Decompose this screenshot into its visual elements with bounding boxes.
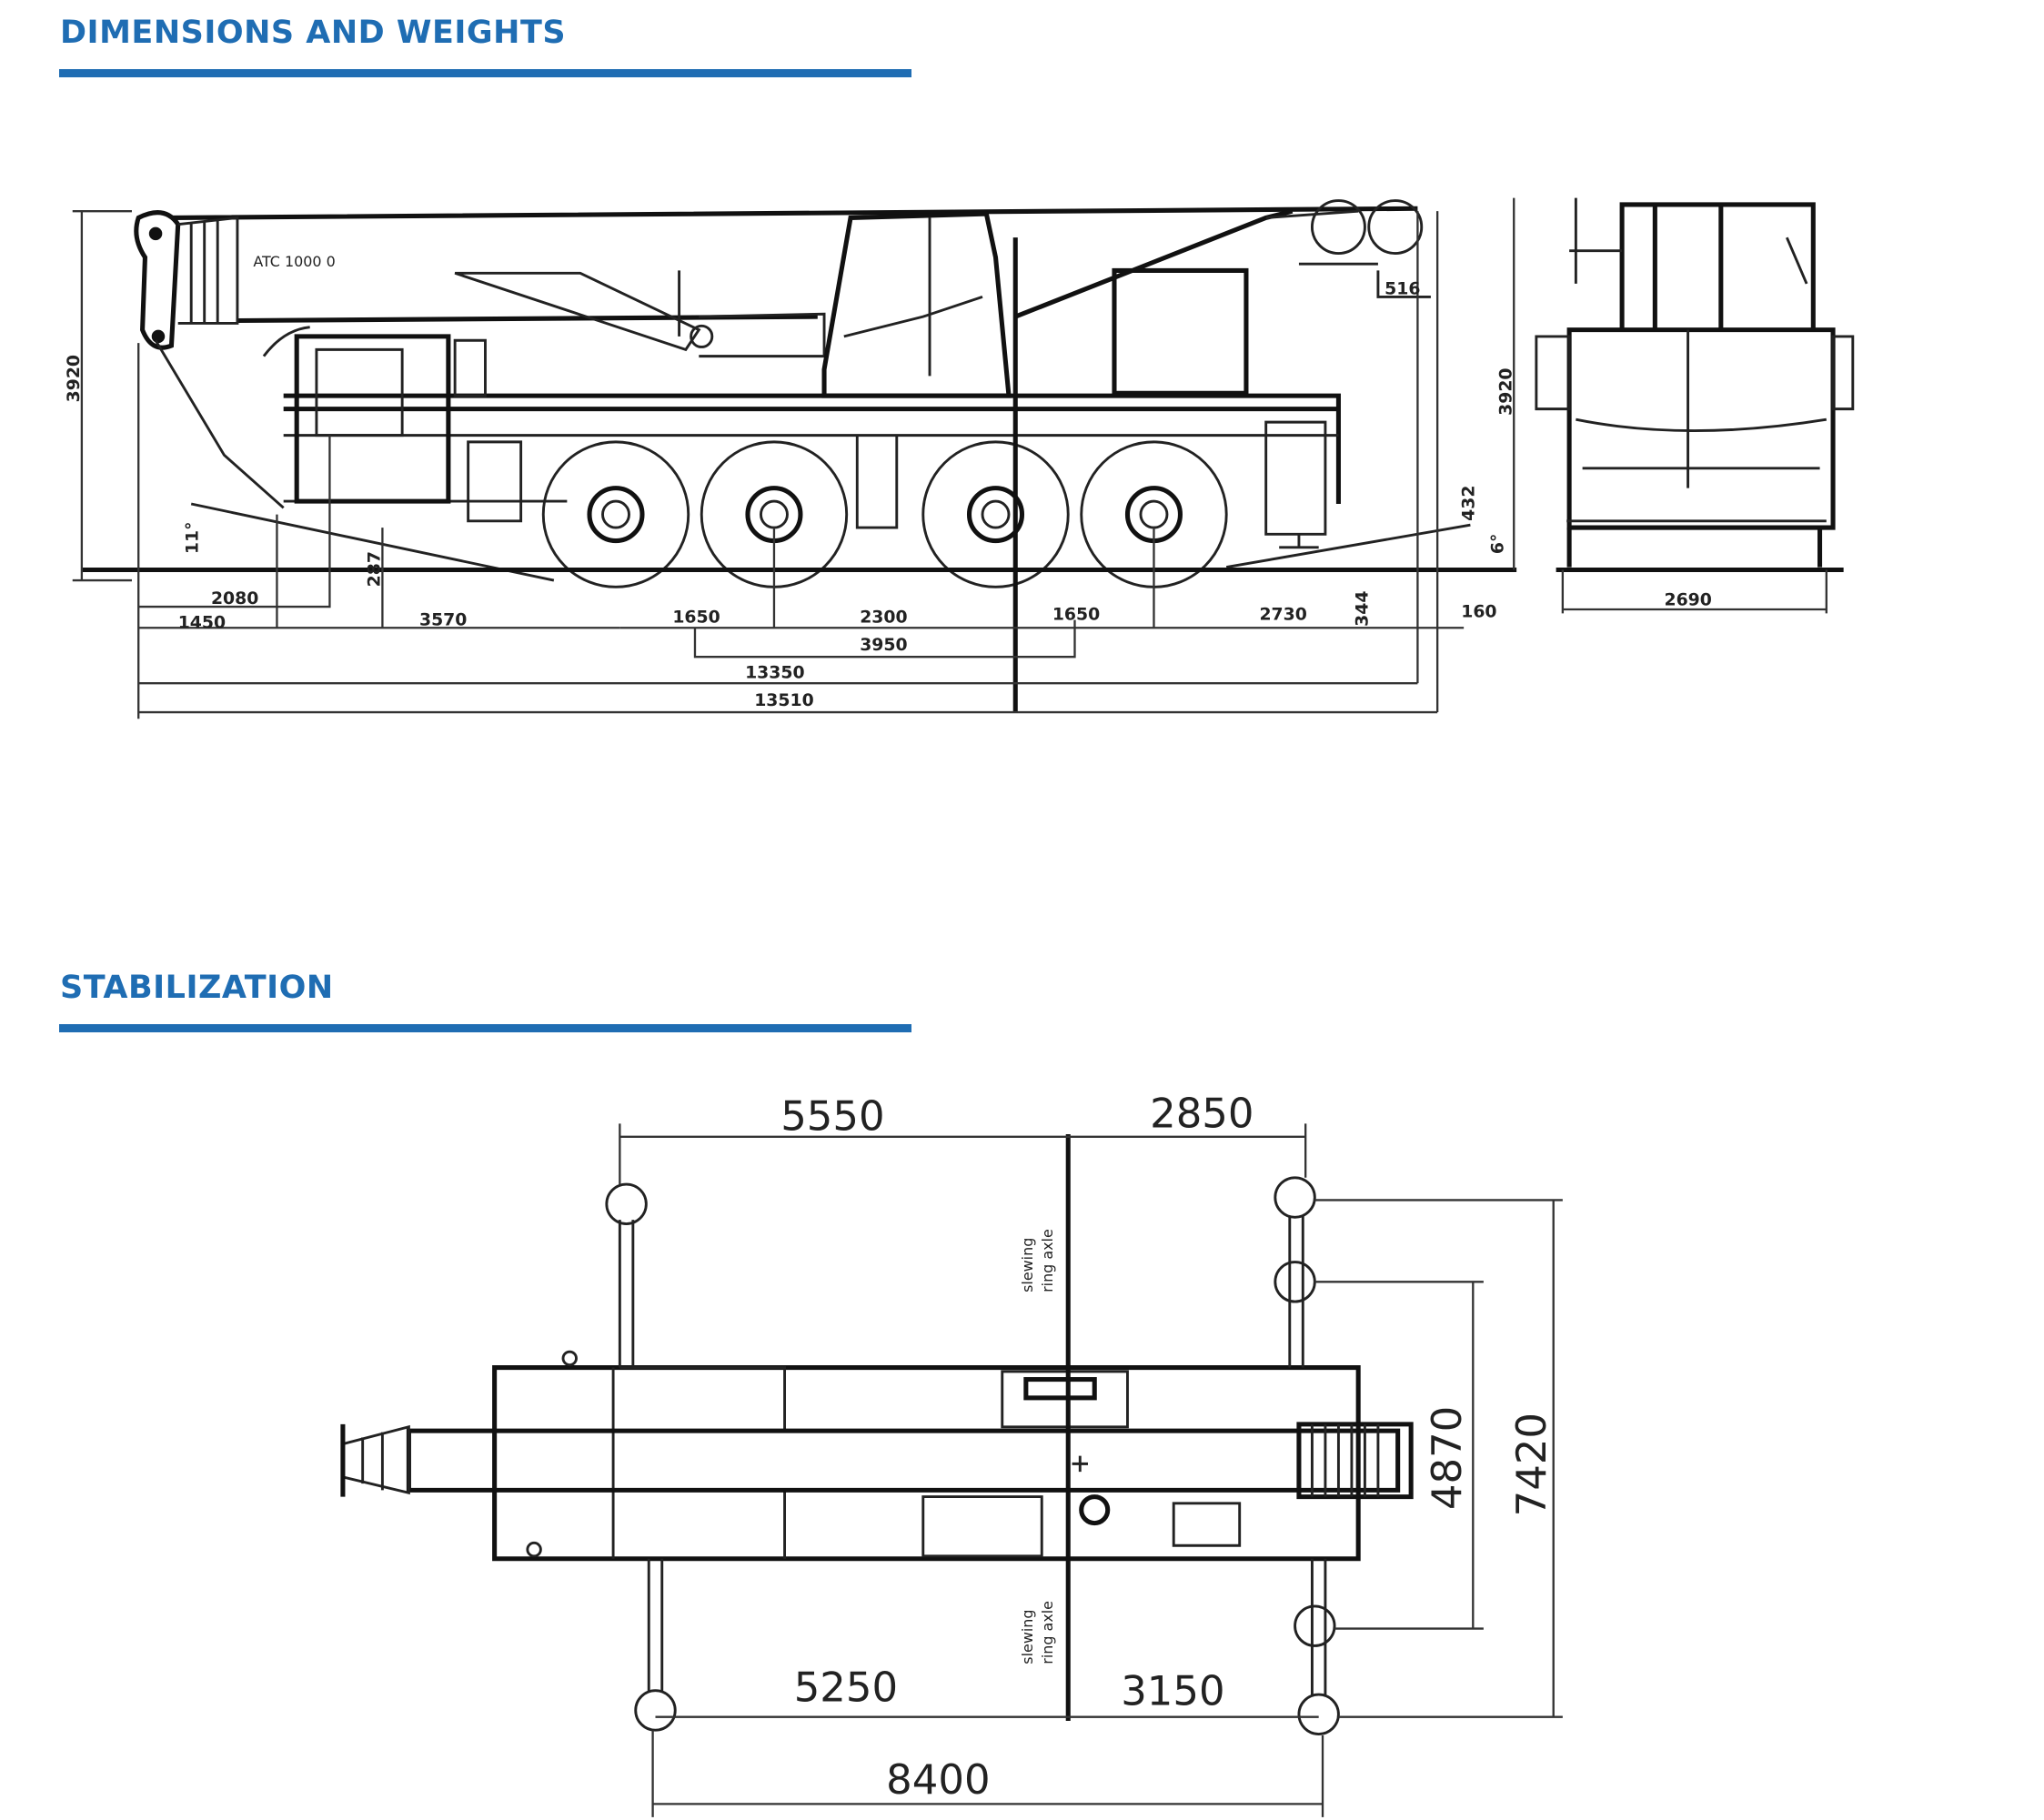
dim-4870: 4870	[1423, 1406, 1471, 1510]
dim-3570: 3570	[419, 610, 467, 629]
dim-1450: 1450	[178, 613, 226, 632]
dim-287: 287	[366, 551, 385, 587]
axis-label-top-1: slewing	[1019, 1238, 1036, 1292]
dim-height-right: 3920	[1496, 367, 1515, 415]
dim-2080: 2080	[211, 589, 258, 608]
axis-label-bottom-1: slewing	[1019, 1609, 1036, 1664]
dim-13350: 13350	[745, 663, 805, 682]
dim-angle-front: 11°	[183, 521, 202, 554]
wheel	[541, 440, 690, 588]
dim-3150: 3150	[1121, 1667, 1224, 1715]
outrigger-pad	[1274, 1176, 1316, 1219]
crane-side-view: ATC 1000 0 3920 11°	[65, 197, 1517, 719]
section-underline	[59, 1024, 911, 1032]
dim-516: 516	[1384, 280, 1420, 299]
crane-front-view: 2690	[1535, 197, 1855, 614]
dim-2850: 2850	[1150, 1090, 1254, 1138]
wheel	[921, 440, 1070, 588]
axis-label-top-2: ring axle	[1039, 1229, 1056, 1292]
dim-1650-b: 1650	[1052, 606, 1100, 625]
dim-3950: 3950	[860, 636, 907, 655]
dim-7420: 7420	[1507, 1413, 1556, 1516]
section-title-dimensions: DIMENSIONS AND WEIGHTS	[60, 15, 567, 51]
dim-5250: 5250	[794, 1663, 898, 1711]
dim-2300: 2300	[860, 608, 907, 627]
dim-1650-a: 1650	[672, 608, 720, 627]
dim-13510: 13510	[754, 691, 814, 710]
dim-angle-rear: 6°	[1489, 534, 1508, 555]
outrigger-pad	[1294, 1604, 1336, 1647]
model-label: ATC 1000 0	[253, 253, 335, 270]
section-title-stabilization: STABILIZATION	[60, 970, 334, 1006]
dim-5550: 5550	[780, 1092, 884, 1141]
outrigger-pad	[605, 1182, 648, 1225]
outrigger-pad	[1274, 1261, 1316, 1303]
dim-height-left: 3920	[65, 355, 84, 402]
dim-344: 344	[1353, 591, 1372, 627]
dim-width-front: 2690	[1664, 591, 1711, 610]
axis-label-bottom-2: ring axle	[1039, 1601, 1056, 1664]
dim-8400: 8400	[886, 1755, 990, 1804]
outrigger-pad	[1297, 1693, 1340, 1735]
dim-160: 160	[1461, 603, 1496, 622]
stabilization-plan-view: slewing ring axle slewing ring axle 5550…	[340, 1090, 1563, 1817]
dim-432: 432	[1460, 486, 1479, 521]
section-underline	[59, 69, 911, 77]
dim-2730: 2730	[1259, 606, 1306, 625]
outrigger-pad	[634, 1689, 677, 1732]
